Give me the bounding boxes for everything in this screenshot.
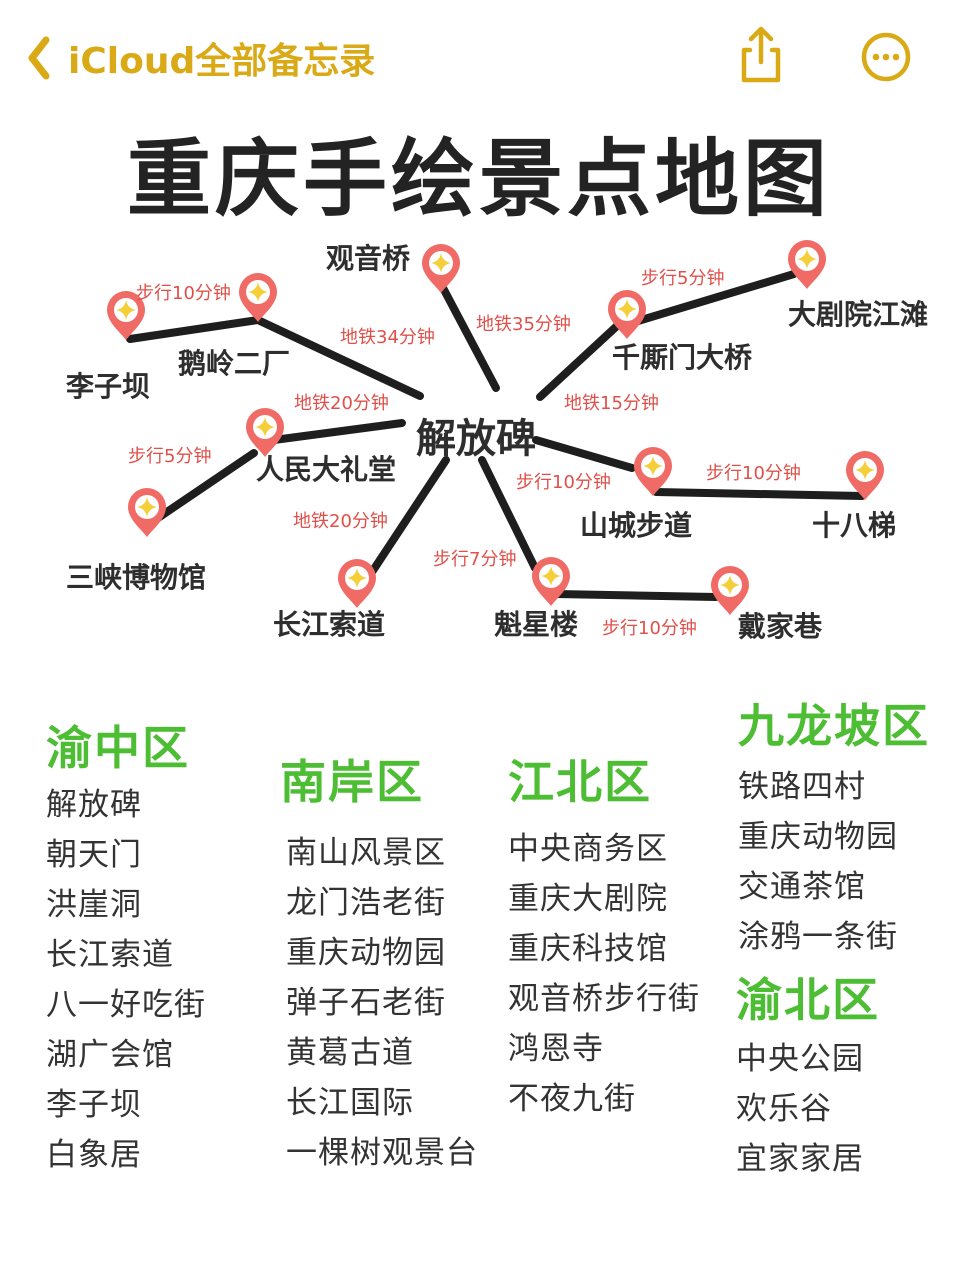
district-yuzhong: 渝中区 解放碑 朝天门 洪崖洞 长江索道 八一好吃街 湖广会馆 李子坝 白象居 bbox=[46, 720, 206, 1180]
place-eling: 鹅岭二厂 bbox=[178, 347, 291, 380]
route-qiansimen-dajuyuan: 步行5分钟 bbox=[641, 268, 725, 289]
district-yubei: 渝北区 中央公园 欢乐谷 宜家家居 bbox=[736, 972, 880, 1184]
district-heading: 南岸区 bbox=[280, 755, 424, 809]
place-kuixinglou: 魁星楼 bbox=[494, 608, 579, 641]
list-item: 观音桥步行街 bbox=[508, 981, 700, 1017]
more-button[interactable] bbox=[860, 31, 912, 83]
list-item: 宜家家居 bbox=[736, 1141, 864, 1177]
list-item: 铁路四村 bbox=[738, 769, 866, 805]
share-button[interactable] bbox=[736, 26, 786, 84]
place-sanxia: 三峡博物馆 bbox=[66, 561, 207, 594]
pin-dajuyuan bbox=[788, 240, 826, 289]
place-qiansimen: 千厮门大桥 bbox=[612, 341, 753, 374]
route-sanxia-renmin: 步行5分钟 bbox=[128, 446, 212, 467]
list-item: 李子坝 bbox=[46, 1087, 142, 1123]
chevron-left-icon bbox=[28, 36, 50, 80]
scenic-map: 解放碑 观音桥 李子坝 鹅岭二厂 千厮门大桥 大剧院江滩 人民大礼堂 三峡博物馆… bbox=[0, 220, 958, 660]
nav-bar: iCloud全部备忘录 bbox=[0, 0, 958, 110]
district-jiulongpo: 九龙坡区 铁路四村 重庆动物园 交通茶馆 涂鸦一条街 bbox=[738, 698, 930, 962]
list-item: 一棵树观景台 bbox=[286, 1135, 478, 1171]
place-hub: 解放碑 bbox=[416, 416, 536, 462]
route-guanyinqiao-hub: 地铁35分钟 bbox=[476, 314, 571, 335]
place-liziba: 李子坝 bbox=[66, 370, 151, 403]
route-suodao-hub: 地铁20分钟 bbox=[293, 511, 388, 532]
route-renmin-hub: 地铁20分钟 bbox=[294, 393, 389, 414]
place-suodao: 长江索道 bbox=[273, 608, 386, 641]
list-item: 重庆动物园 bbox=[738, 819, 898, 855]
district-heading: 九龙坡区 bbox=[738, 699, 930, 753]
list-item: 解放碑 bbox=[46, 787, 142, 823]
pin-kuixinglou bbox=[532, 557, 570, 606]
map-routes bbox=[107, 240, 884, 615]
place-shibati: 十八梯 bbox=[812, 509, 897, 542]
route-hub-shancheng: 步行10分钟 bbox=[516, 472, 611, 493]
pin-sanxia bbox=[128, 488, 166, 537]
pin-guanyinqiao bbox=[422, 244, 460, 293]
list-item: 鸿恩寺 bbox=[508, 1031, 604, 1067]
list-item: 重庆大剧院 bbox=[508, 881, 668, 917]
district-jiangbei: 江北区 中央商务区 重庆大剧院 重庆科技馆 观音桥步行街 鸿恩寺 不夜九街 bbox=[508, 754, 700, 1124]
district-heading: 江北区 bbox=[508, 755, 652, 809]
page-title: 重庆手绘景点地图 bbox=[126, 130, 831, 228]
list-item: 长江国际 bbox=[286, 1085, 414, 1121]
route-kuixinglou-daijiaxiang: 步行10分钟 bbox=[602, 618, 697, 639]
list-item: 不夜九街 bbox=[508, 1081, 636, 1117]
list-item: 交通茶馆 bbox=[738, 869, 866, 905]
place-guanyinqiao: 观音桥 bbox=[326, 242, 411, 275]
route-liziba-eling: 步行10分钟 bbox=[136, 283, 231, 304]
place-dajuyuan: 大剧院江滩 bbox=[788, 298, 929, 331]
pin-eling bbox=[239, 273, 277, 322]
list-item: 洪崖洞 bbox=[46, 887, 142, 923]
route-eling-hub: 地铁34分钟 bbox=[340, 327, 435, 348]
route-hub-kuixinglou: 步行7分钟 bbox=[433, 549, 517, 570]
list-item: 中央商务区 bbox=[508, 831, 668, 867]
back-button[interactable]: iCloud全部备忘录 bbox=[26, 32, 375, 84]
list-item: 南山风景区 bbox=[286, 835, 446, 871]
district-nanan: 南岸区 南山风景区 龙门浩老街 重庆动物园 弹子石老街 黄葛古道 长江国际 一棵… bbox=[280, 754, 478, 1178]
list-item: 黄葛古道 bbox=[286, 1035, 414, 1071]
place-shancheng: 山城步道 bbox=[580, 509, 693, 542]
place-renmin: 人民大礼堂 bbox=[256, 453, 397, 486]
list-item: 涂鸦一条街 bbox=[738, 919, 898, 955]
list-item: 欢乐谷 bbox=[736, 1091, 832, 1127]
pin-suodao bbox=[338, 559, 376, 608]
list-item: 弹子石老街 bbox=[286, 985, 446, 1021]
share-icon bbox=[741, 26, 781, 83]
list-item: 湖广会馆 bbox=[46, 1037, 174, 1073]
list-item: 长江索道 bbox=[46, 937, 174, 973]
back-label: iCloud全部备忘录 bbox=[68, 41, 376, 82]
list-item: 龙门浩老街 bbox=[286, 885, 446, 921]
district-heading: 渝北区 bbox=[736, 973, 880, 1027]
place-daijiaxiang: 戴家巷 bbox=[738, 610, 823, 643]
route-shancheng-shibati: 步行10分钟 bbox=[706, 463, 801, 484]
ellipsis-circle-icon bbox=[861, 32, 911, 82]
route-hub-qiansimen: 地铁15分钟 bbox=[564, 393, 659, 414]
list-item: 重庆科技馆 bbox=[508, 931, 668, 967]
list-item: 中央公园 bbox=[736, 1041, 864, 1077]
list-item: 白象居 bbox=[46, 1137, 142, 1173]
list-item: 八一好吃街 bbox=[46, 987, 206, 1023]
list-item: 重庆动物园 bbox=[286, 935, 446, 971]
list-item: 朝天门 bbox=[46, 837, 142, 873]
district-heading: 渝中区 bbox=[46, 721, 190, 775]
